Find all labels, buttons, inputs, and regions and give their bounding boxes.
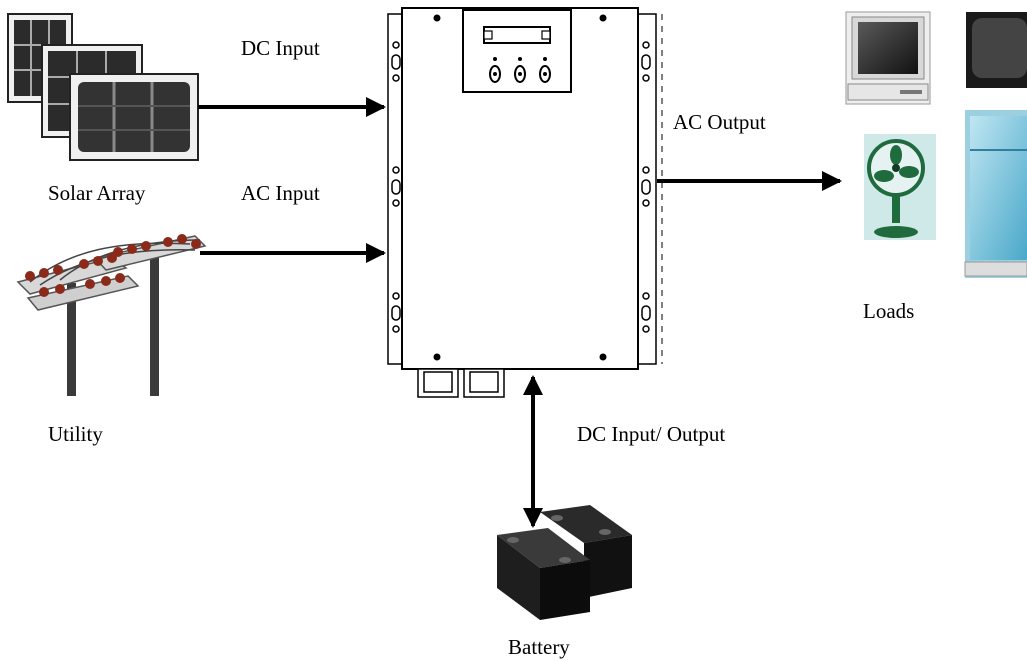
solar-array-label: Solar Array bbox=[48, 181, 146, 205]
utility-pole-icon bbox=[16, 234, 207, 396]
loads-label: Loads bbox=[863, 299, 914, 323]
fan-icon bbox=[864, 134, 936, 240]
terminal-blocks bbox=[417, 368, 505, 398]
battery-label: Battery bbox=[508, 635, 570, 659]
television-icon bbox=[966, 12, 1027, 88]
ac-input-label: AC Input bbox=[241, 181, 320, 205]
battery-icon bbox=[497, 505, 632, 620]
refrigerator-icon bbox=[964, 110, 1027, 278]
solar-array-icon bbox=[7, 13, 199, 161]
control-panel bbox=[462, 9, 572, 93]
dc-input-output-label: DC Input/ Output bbox=[577, 422, 725, 446]
inverter-unit bbox=[387, 7, 663, 398]
computer-icon bbox=[845, 11, 931, 105]
panel-buttons bbox=[489, 57, 551, 83]
dc-input-label: DC Input bbox=[241, 36, 320, 60]
ac-output-label: AC Output bbox=[673, 110, 766, 134]
utility-label: Utility bbox=[48, 422, 103, 446]
